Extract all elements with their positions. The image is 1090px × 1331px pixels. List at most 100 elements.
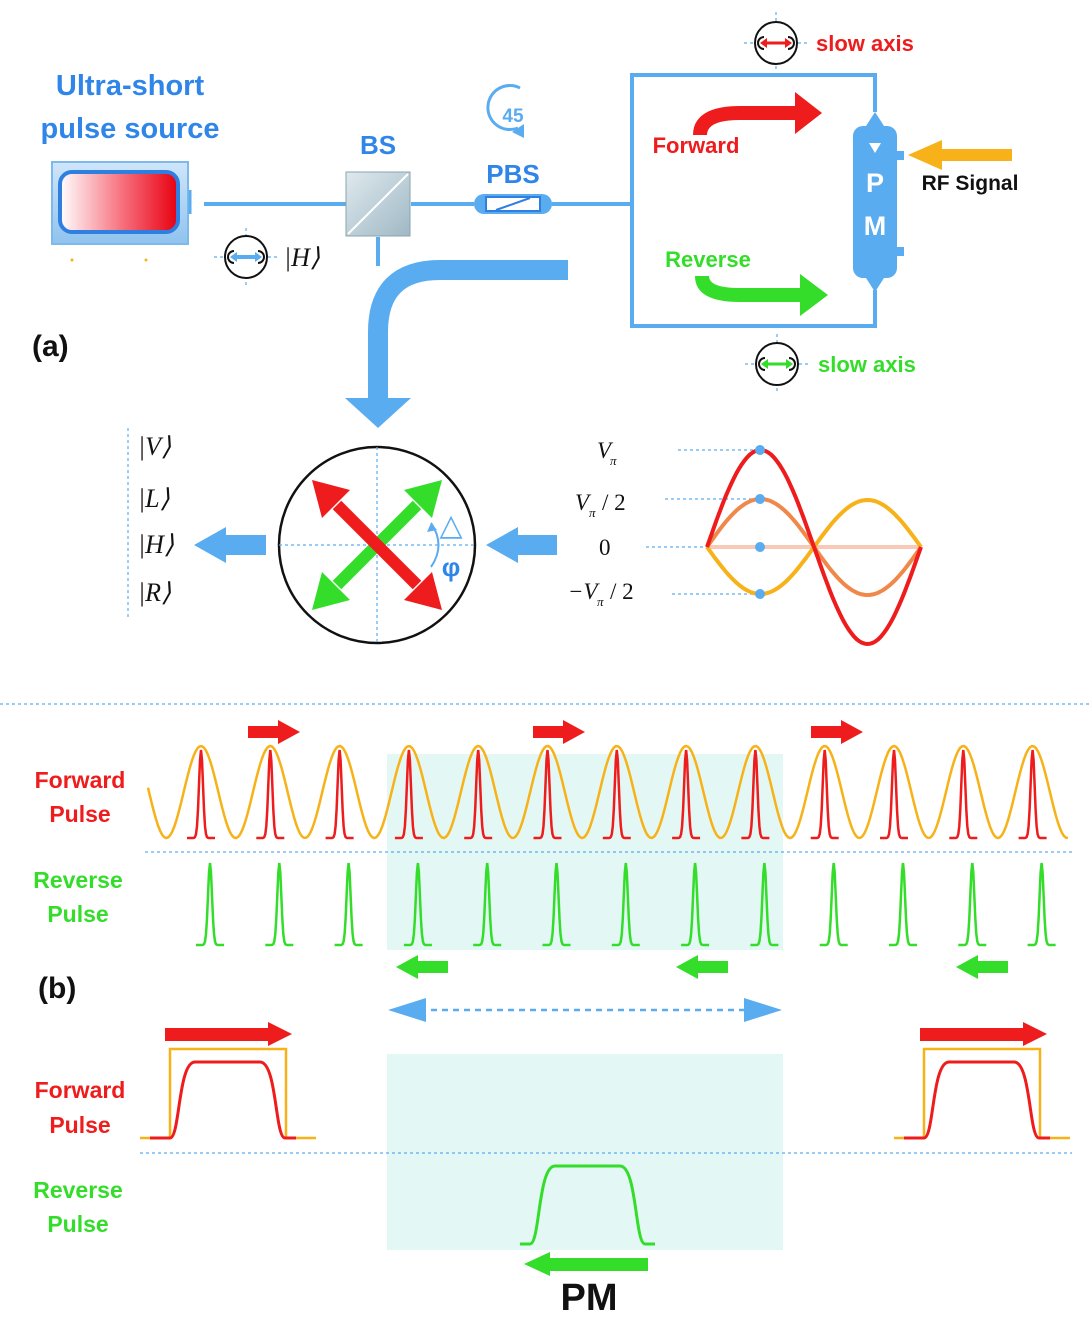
reverse-pulse-peak: [334, 862, 363, 947]
state-r: |R⟩: [138, 578, 171, 607]
forward-arrow: [693, 92, 822, 136]
pulse-source-device: [51, 161, 192, 262]
input-left-arrow: [486, 527, 557, 563]
pm-label: PM: [561, 1277, 618, 1319]
pm-letter-p: P: [866, 168, 884, 198]
forward-pulse-label-1a: Forward: [35, 767, 126, 793]
pulse-train: [146, 744, 1069, 947]
reverse-pulse-peak: [1027, 862, 1056, 947]
reverse-direction-arrow-1: [396, 955, 448, 979]
neg-v-half-label: −V: [568, 579, 601, 604]
forward-pulse-label-2a: Forward: [35, 1077, 126, 1103]
state-h: |H⟩: [138, 530, 174, 559]
reverse-direction-arrow-3: [956, 955, 1008, 979]
forward-pulse-peak: [325, 749, 354, 840]
slow-axis-top-icon: [744, 12, 808, 72]
forward-pulse-peak: [533, 749, 562, 840]
voltage-levels: V π V π / 2 0 −V π / 2: [568, 438, 760, 609]
neg-v-half-divisor: / 2: [610, 579, 634, 604]
reverse-pulse-peak: [819, 862, 848, 947]
reverse-arrow: [695, 274, 828, 316]
reverse-pulse-peak: [750, 862, 779, 947]
modulation-span-arrow: [388, 998, 782, 1022]
neg-v-half-subscript: π: [597, 594, 604, 609]
reverse-square-pulse: [520, 1164, 655, 1276]
rotator-value: 45: [502, 106, 524, 127]
forward-pulse-peak: [464, 749, 493, 840]
forward-pulse-peak: [880, 749, 908, 840]
pbs-label: PBS: [486, 159, 539, 189]
forward-pulses: [187, 749, 1047, 840]
panel-b-label: (b): [38, 972, 76, 1005]
phi-symbol: φ: [442, 552, 461, 582]
h-polarization-indicator: [214, 228, 278, 286]
forward-pulse-peak: [949, 749, 978, 840]
reverse-pulse-peak: [611, 862, 640, 947]
forward-pulse-label-1b: Pulse: [49, 801, 110, 827]
forward-square-pulse-right: [894, 1022, 1070, 1140]
reverse-pulses: [196, 862, 1056, 947]
panel-b: Forward Pulse Reverse Pulse: [33, 720, 1072, 1319]
forward-pulse-peak: [187, 749, 215, 840]
reverse-pulse-label-1a: Reverse: [33, 867, 123, 893]
forward-pulse-peak: [1018, 749, 1047, 840]
polarization-circle: △ φ: [277, 445, 477, 645]
rf-carrier-wave: [146, 744, 1069, 840]
output-left-arrow: [194, 527, 266, 563]
reverse-direction-arrow-2: [676, 955, 728, 979]
rotator-45-icon: 45: [486, 84, 524, 138]
slow-axis-top-label: slow axis: [816, 31, 914, 56]
v-half-label: V: [575, 490, 592, 515]
reverse-pulse-peak: [196, 862, 224, 947]
zero-label: 0: [599, 535, 611, 560]
polarizing-beam-splitter: [474, 194, 552, 214]
state-v: |V⟩: [138, 432, 171, 461]
delta-symbol: △: [439, 509, 462, 542]
pm-letter-m: M: [864, 211, 887, 241]
v-pi-label: V: [597, 438, 614, 463]
h-state-label: |H⟩: [284, 243, 320, 272]
phase-modulator: P M: [853, 112, 904, 292]
forward-pulse-peak: [602, 749, 631, 840]
reverse-pulse-label-2a: Reverse: [33, 1177, 123, 1203]
slow-axis-bottom-icon: [745, 334, 809, 394]
bs-label: BS: [360, 130, 396, 160]
reverse-pulse-peak: [542, 862, 571, 947]
forward-pulse-peak: [810, 749, 839, 840]
rf-signal-arrow: [908, 140, 1012, 170]
reverse-pulse-peak: [473, 862, 502, 947]
rf-waveform: [705, 445, 923, 647]
slow-axis-bottom-label: slow axis: [818, 352, 916, 377]
source-label-line2: pulse source: [41, 113, 220, 145]
panel-a-label: (a): [32, 330, 69, 363]
source-label-line1: Ultra-short: [56, 70, 205, 102]
modulation-window-2: [387, 1054, 783, 1250]
forward-pulse-peak: [672, 749, 701, 840]
forward-pulse-peak: [741, 749, 770, 840]
v-pi-subscript: π: [610, 453, 617, 468]
reverse-pulse-label-1b: Pulse: [47, 901, 108, 927]
forward-direction-arrow-1: [248, 720, 300, 744]
reverse-pulse-peak: [958, 862, 987, 947]
forward-square-pulse-left: [140, 1022, 316, 1140]
reverse-pulse-label-2b: Pulse: [47, 1211, 108, 1237]
polarization-state-list: |V⟩ |L⟩ |H⟩ |R⟩: [127, 428, 174, 620]
forward-pulse-peak: [256, 749, 285, 840]
sagnac-loop: [630, 73, 877, 328]
reverse-pulse-peak: [403, 862, 432, 947]
forward-pulse-label-2b: Pulse: [49, 1112, 110, 1138]
reverse-label: Reverse: [665, 247, 751, 272]
optical-setup: Ultra-short pulse source |H⟩ BS: [32, 12, 1018, 428]
rf-signal-label: RF Signal: [922, 172, 1019, 195]
reverse-pulse-peak: [681, 862, 710, 947]
forward-pulse-peak: [394, 749, 423, 840]
v-half-subscript: π: [589, 505, 596, 520]
beam-splitter: [345, 171, 411, 237]
bent-down-arrow: [345, 260, 568, 428]
v-half-divisor: / 2: [602, 490, 626, 515]
reverse-pulse-peak: [889, 862, 917, 947]
forward-direction-arrow-2: [533, 720, 585, 744]
reverse-pulse-peak: [265, 862, 294, 947]
state-l: |L⟩: [138, 484, 170, 513]
